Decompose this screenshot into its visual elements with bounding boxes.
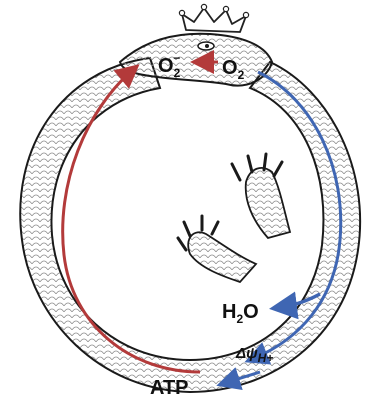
crown-icon — [179, 4, 248, 32]
label-superoxide: O2− — [158, 51, 181, 80]
label-water: H2O — [222, 301, 259, 326]
serpent-upper-leg — [232, 154, 290, 238]
label-atp: ATP — [150, 377, 189, 399]
serpent-lower-leg — [178, 216, 256, 282]
serpent-body — [20, 58, 360, 392]
